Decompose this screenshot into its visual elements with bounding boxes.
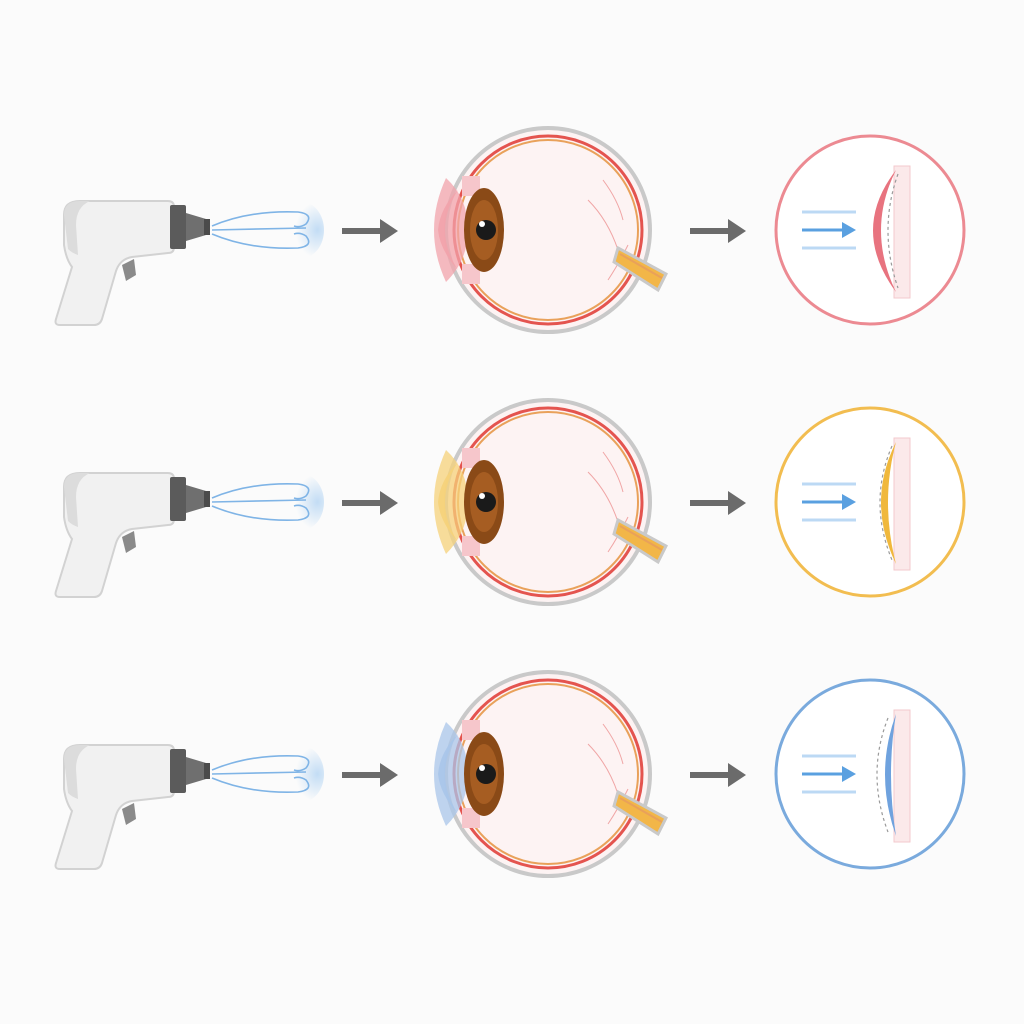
tonometer-icon — [54, 472, 210, 598]
diagram-row — [0, 100, 1024, 360]
eye-cross-section-icon — [434, 398, 668, 606]
arrow-right-icon — [342, 491, 398, 515]
arrow-right-icon — [342, 219, 398, 243]
tonometer-icon — [54, 744, 210, 870]
tonometer-icon — [54, 200, 210, 326]
arrow-right-icon — [342, 763, 398, 787]
cornea-deformation-icon — [774, 406, 966, 598]
diagram-row — [0, 644, 1024, 904]
arrow-right-icon — [690, 491, 746, 515]
eye-cross-section-icon — [434, 670, 668, 878]
air-puff-icon — [211, 746, 324, 802]
arrow-right-icon — [690, 763, 746, 787]
arrow-right-icon — [690, 219, 746, 243]
air-puff-icon — [211, 474, 324, 530]
cornea-deformation-icon — [774, 678, 966, 870]
eye-cross-section-icon — [434, 126, 668, 334]
air-puff-icon — [211, 202, 324, 258]
diagram-row — [0, 372, 1024, 632]
cornea-deformation-icon — [774, 134, 966, 326]
